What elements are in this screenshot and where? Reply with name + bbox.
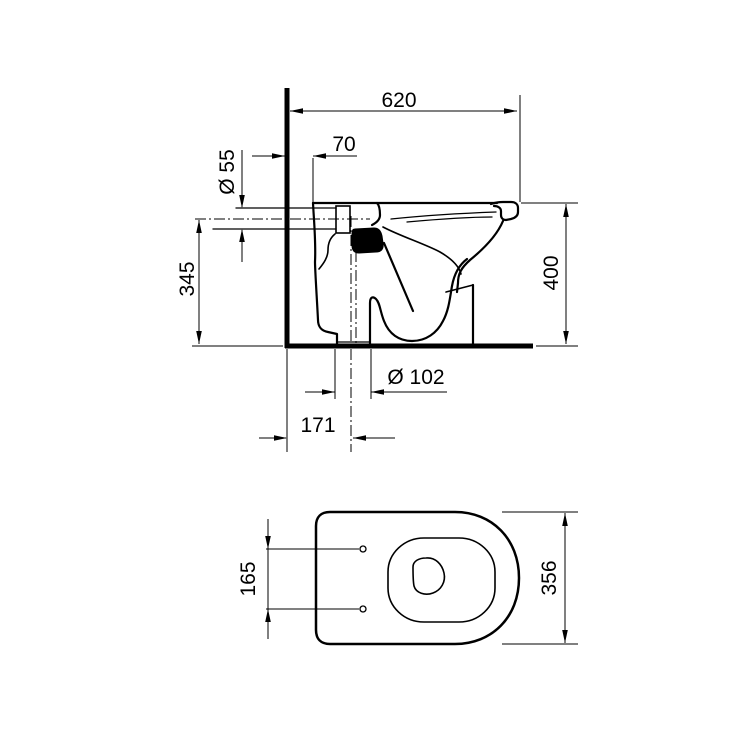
arrowhead — [239, 229, 245, 242]
rim-back-step — [370, 201, 382, 227]
dim-345: 345 — [176, 220, 283, 347]
outlet-spigot-section — [351, 227, 384, 254]
fixing-hole — [359, 545, 367, 553]
dim-70: 70 — [252, 133, 357, 202]
pedestal-joint-line — [445, 284, 474, 293]
arrowhead — [563, 204, 569, 217]
dim-165-label: 165 — [237, 561, 260, 596]
dim-102-label: Ø 102 — [387, 366, 444, 389]
arrowhead — [265, 609, 271, 622]
dim-620: 620 — [290, 89, 521, 202]
dim-171: 171 — [259, 349, 395, 452]
trap-curve — [368, 257, 469, 348]
side-view: 620 70 Ø 55 345 — [176, 88, 578, 452]
arrowhead — [353, 435, 366, 441]
rim-inner-line — [390, 211, 497, 220]
dim-70-label: 70 — [332, 133, 355, 156]
dim-55-label: Ø 55 — [216, 149, 239, 195]
arrowhead — [562, 513, 568, 526]
bowl-rim-plan — [387, 537, 496, 623]
arrowhead — [196, 220, 202, 233]
dim-102: Ø 102 — [305, 349, 447, 399]
dim-400: 400 — [521, 202, 578, 347]
pan-back-profile — [311, 201, 339, 348]
inlet-socket — [335, 205, 351, 234]
arrowhead — [562, 630, 568, 643]
dim-620-label: 620 — [381, 89, 416, 112]
dim-356: 356 — [502, 511, 578, 645]
arrowhead — [239, 195, 245, 208]
arrowhead — [563, 331, 569, 344]
bowl-back-diagonal — [382, 241, 415, 313]
water-line — [406, 216, 493, 223]
rim-front-section — [489, 200, 520, 222]
arrowhead — [313, 153, 326, 159]
dim-356-label: 356 — [538, 560, 561, 595]
arrowhead — [322, 389, 335, 395]
arrowhead — [371, 389, 384, 395]
dim-345-label: 345 — [176, 261, 199, 296]
arrowhead — [196, 331, 202, 344]
dim-171-label: 171 — [300, 414, 335, 437]
front-shell-profile — [455, 219, 505, 294]
arrowhead — [274, 435, 287, 441]
arrowhead — [272, 153, 285, 159]
dim-400-label: 400 — [540, 255, 563, 290]
dim-55: Ø 55 — [216, 149, 245, 262]
arrowhead — [265, 536, 271, 549]
pan-outline-plan — [314, 510, 521, 646]
back-neck-line — [318, 233, 336, 270]
pan-profile — [311, 200, 520, 348]
arrowhead — [504, 108, 517, 114]
dim-165: 165 — [237, 519, 359, 639]
arrowhead — [290, 108, 303, 114]
fixing-hole — [359, 605, 367, 613]
plan-view: 165 356 — [237, 510, 578, 646]
water-outline-plan — [412, 557, 446, 595]
